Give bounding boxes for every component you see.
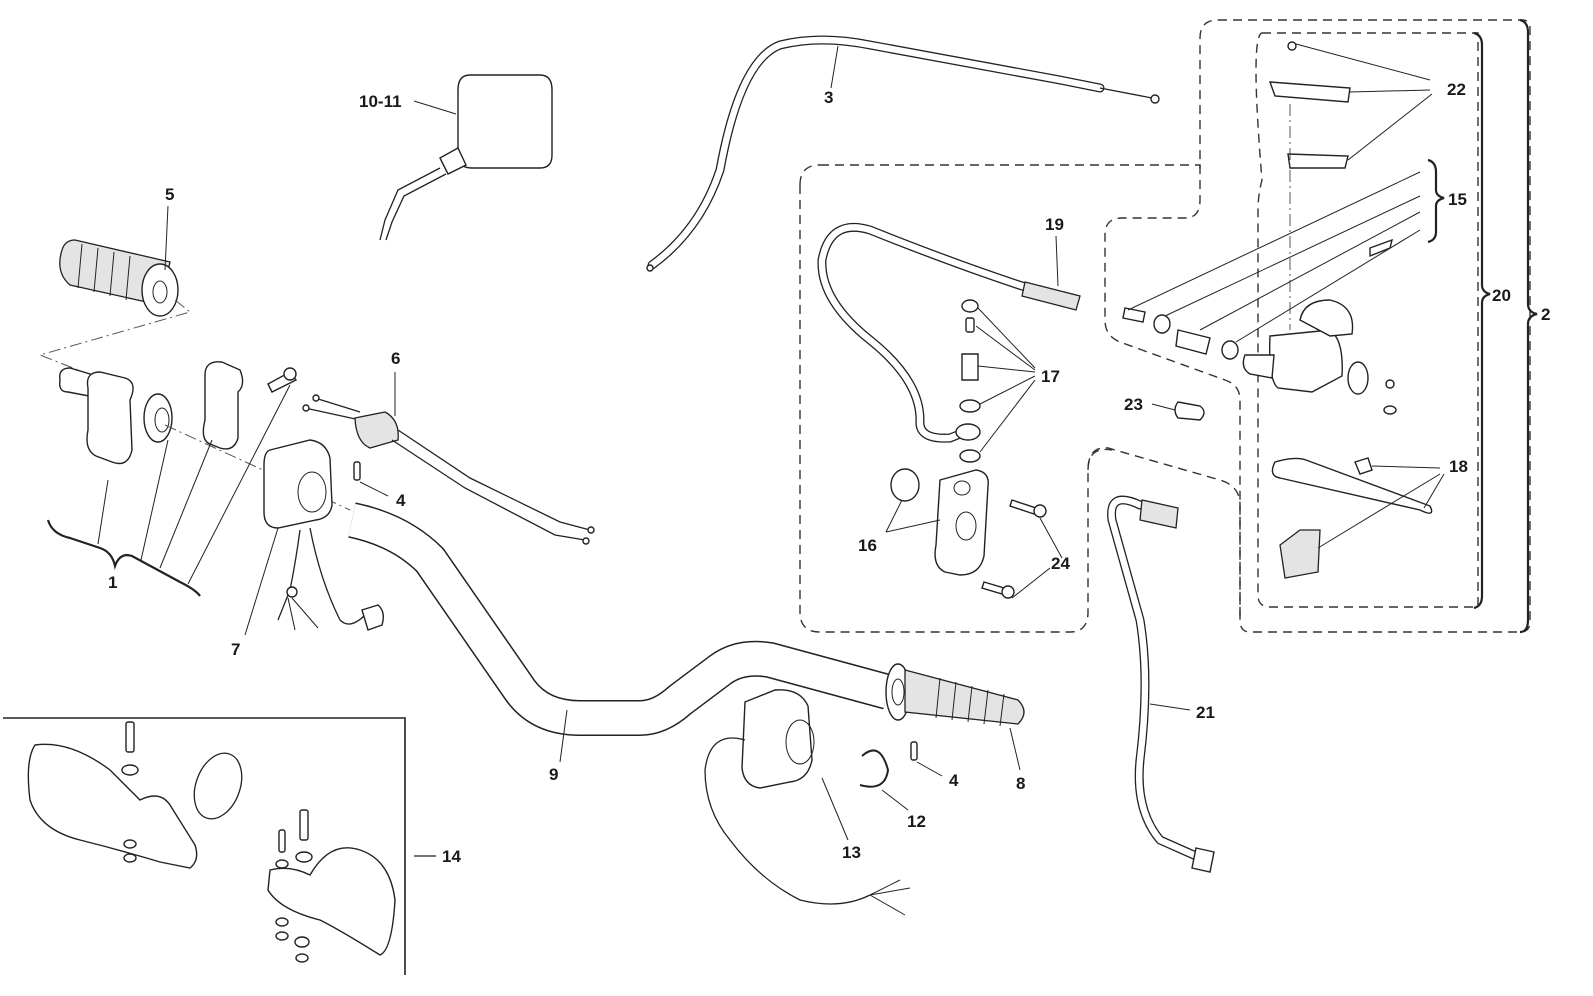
pin-upper [353,461,389,497]
mirror [379,74,553,241]
brace-15 [1427,158,1445,244]
leader-21 [1149,703,1191,711]
group-outline-21 [1087,448,1113,471]
callout-15: 15 [1448,190,1467,209]
hand-guard-frame [3,717,406,975]
callout-3: 3 [824,88,833,107]
callout-13: 13 [842,843,861,862]
clip-12 [859,749,890,788]
right-switch-housing [704,689,911,916]
callout-1: 1 [108,573,117,592]
pin-lower [910,741,943,777]
left-switch-housing [263,439,385,631]
leader-9 [559,709,568,763]
leader-12 [881,789,909,811]
callout-8: 8 [1016,774,1025,793]
callout-4-lower: 4 [949,771,959,790]
leader-5 [164,205,169,271]
leader-22a [1295,43,1431,81]
hose-19 [817,222,1081,443]
callout-24: 24 [1051,554,1070,573]
leader-22c [1347,93,1433,161]
leader-3 [830,45,839,89]
screws-24 [981,499,1063,599]
callout-23: 23 [1124,395,1143,414]
cable-3 [646,35,1160,272]
callout-18: 18 [1449,457,1468,476]
brace-1 [46,384,291,597]
assembly-axis-left [38,299,192,371]
leader-16b [885,519,941,533]
callout-21: 21 [1196,703,1215,722]
leader-18a [1371,465,1441,469]
master-cylinder [1122,41,1433,579]
leader-7 [244,527,279,636]
callout-9: 9 [549,765,558,784]
wiring-lead-21 [1107,495,1215,873]
callout-17: 17 [1041,367,1060,386]
assembly-axis-throttle [164,424,351,511]
slave-cylinder [890,468,989,576]
leader-13 [821,777,849,841]
leader-22b [1349,89,1431,93]
handlebar [347,502,893,736]
callout-14: 14 [442,847,461,866]
callout-19: 19 [1045,215,1064,234]
group-outline-19 [799,164,1241,633]
callout-20: 20 [1492,286,1511,305]
right-grip [885,663,1025,727]
switch-23 [1151,401,1205,421]
callout-5: 5 [165,185,174,204]
leader-16a [885,499,903,533]
group-outline-20 [1255,32,1479,608]
throttle-assembly [58,361,298,465]
bleeder-parts [959,299,1036,463]
left-grip [59,239,179,317]
callout-2: 2 [1541,305,1550,324]
leader-8 [1009,727,1021,771]
leader-19 [1055,235,1059,287]
group-outline-2 [1104,19,1531,633]
leader-18c [1317,473,1441,549]
callout-12: 12 [907,812,926,831]
callout-10-11: 10-11 [359,92,402,111]
callout-7: 7 [231,640,240,659]
brace-2 [1519,18,1538,634]
leader-18b [1423,473,1445,509]
leader-10-11 [413,100,457,115]
throttle-cables [302,394,595,545]
callout-4-upper: 4 [396,491,406,510]
brace-20 [1473,31,1491,610]
callout-22: 22 [1447,80,1466,99]
hand-guards [27,721,396,963]
callout-16: 16 [858,536,877,555]
callout-6: 6 [391,349,400,368]
